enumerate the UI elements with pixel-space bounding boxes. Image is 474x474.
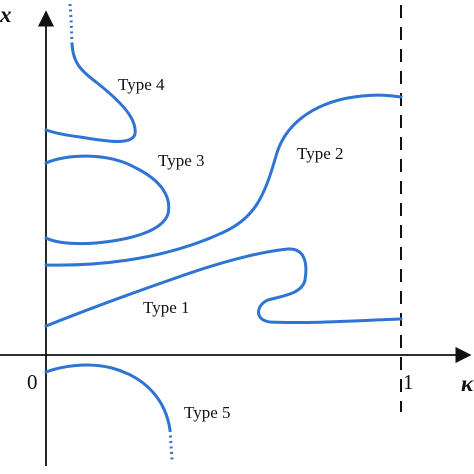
x-tick-label-one: 1	[403, 370, 414, 394]
type5-label: Type 5	[184, 403, 231, 422]
type3-curve	[44, 154, 171, 246]
type5-curve	[44, 363, 172, 432]
type5-curve-dotted-segment	[168, 429, 174, 461]
x-axis-title: κ	[461, 371, 474, 396]
type4-curve	[44, 42, 137, 143]
type2-curve	[44, 93, 403, 267]
type4-label: Type 4	[118, 75, 165, 94]
type1-curve	[44, 247, 403, 328]
type1-label: Type 1	[143, 298, 190, 317]
type3-label: Type 3	[158, 151, 205, 170]
type2-label: Type 2	[297, 144, 344, 163]
y-axis-title: x	[0, 2, 12, 27]
origin-tick-label: 0	[27, 370, 38, 394]
type4-curve-dotted-segment	[68, 3, 74, 45]
